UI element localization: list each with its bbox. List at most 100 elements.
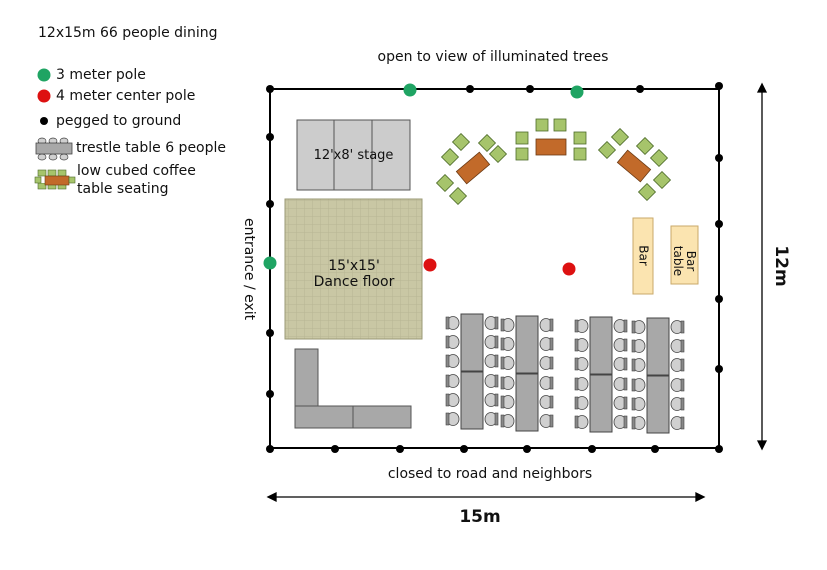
cube-seat xyxy=(515,131,529,145)
dance-floor-label: 15'x15' Dance floor xyxy=(286,258,422,290)
peg-marker xyxy=(636,85,644,93)
chair xyxy=(631,320,646,334)
chair xyxy=(445,374,460,388)
chair xyxy=(670,339,685,353)
top-caption: open to view of illuminated trees xyxy=(377,49,609,65)
chair xyxy=(539,318,554,332)
bar xyxy=(632,217,654,295)
coffee-seating xyxy=(435,118,672,206)
chair xyxy=(670,358,685,372)
peg-marker xyxy=(715,295,723,303)
chair xyxy=(670,320,685,334)
cube-seat xyxy=(535,118,549,132)
legend-trestle-icon xyxy=(35,137,73,161)
trestle-tables xyxy=(445,313,685,434)
chair xyxy=(484,412,499,426)
bar-table-label-line2: table xyxy=(671,245,685,277)
chair xyxy=(574,357,589,371)
cube-seat xyxy=(477,133,497,153)
chair xyxy=(484,335,499,349)
legend-peg-label: pegged to ground xyxy=(56,113,182,129)
chair xyxy=(670,378,685,392)
dance-floor xyxy=(284,198,423,340)
cube-seat xyxy=(573,147,587,161)
peg-marker xyxy=(523,445,531,453)
chair xyxy=(631,339,646,353)
chair xyxy=(574,319,589,333)
peg-marker xyxy=(526,85,534,93)
cube-seat xyxy=(597,140,617,160)
chair xyxy=(574,377,589,391)
chair xyxy=(613,338,628,352)
chair xyxy=(631,378,646,392)
peg-marker xyxy=(715,445,723,453)
chair xyxy=(484,374,499,388)
cube-seat xyxy=(515,147,529,161)
chair xyxy=(613,415,628,429)
peg-marker xyxy=(715,220,723,228)
trestle-table xyxy=(574,374,628,433)
legend-coffee-icon xyxy=(34,169,76,190)
peg-marker xyxy=(266,390,274,398)
chair xyxy=(539,376,554,390)
pole-4m-center xyxy=(562,262,576,276)
cube-seat xyxy=(435,173,455,193)
trestle-table xyxy=(631,317,685,376)
legend-pole4-icon xyxy=(37,89,51,103)
peg-marker xyxy=(266,445,274,453)
trestle-table xyxy=(500,373,554,432)
chair xyxy=(574,338,589,352)
chair xyxy=(500,318,515,332)
cube-seat xyxy=(652,170,672,190)
chair xyxy=(500,395,515,409)
cube-seat xyxy=(637,182,657,202)
legend-pole4-label: 4 meter center pole xyxy=(56,88,196,104)
coffee-group-left xyxy=(435,132,508,206)
legend-pole3-icon xyxy=(37,68,51,82)
pole-3m xyxy=(570,85,584,99)
chair xyxy=(631,416,646,430)
chair xyxy=(484,354,499,368)
legend-coffee-label-line1: low cubed coffee xyxy=(77,163,196,179)
dance-floor-name: Dance floor xyxy=(313,274,395,290)
peg-marker xyxy=(715,154,723,162)
cube-seat xyxy=(649,148,669,168)
peg-marker xyxy=(651,445,659,453)
cube-seat xyxy=(488,144,508,164)
chair xyxy=(445,335,460,349)
chair xyxy=(500,376,515,390)
peg-marker xyxy=(715,365,723,373)
cube-seat xyxy=(610,127,630,147)
peg-marker xyxy=(715,82,723,90)
pole-3m xyxy=(263,256,277,270)
chair xyxy=(484,393,499,407)
cube-seat xyxy=(553,118,567,132)
chair xyxy=(445,316,460,330)
chair xyxy=(613,319,628,333)
peg-marker xyxy=(331,445,339,453)
bottom-caption: closed to road and neighbors xyxy=(387,466,593,482)
stage xyxy=(296,119,411,191)
chair xyxy=(484,316,499,330)
coffee-table xyxy=(616,149,652,183)
peg-marker xyxy=(588,445,596,453)
chair xyxy=(445,412,460,426)
chair xyxy=(539,356,554,370)
chair xyxy=(500,414,515,428)
bar-label: Bar xyxy=(636,245,651,266)
chair xyxy=(445,354,460,368)
coffee-group-middle xyxy=(515,118,587,161)
legend-icons xyxy=(34,68,76,190)
pole-3m xyxy=(403,83,417,97)
chair xyxy=(574,396,589,410)
trestle-table xyxy=(574,316,628,375)
chair xyxy=(539,337,554,351)
legend-peg-icon xyxy=(40,117,48,125)
dance-floor-size: 15'x15' xyxy=(328,258,380,274)
trestle-table xyxy=(445,371,499,430)
entrance-label: entrance / exit xyxy=(241,218,257,321)
cube-seat xyxy=(448,186,468,206)
chair xyxy=(631,358,646,372)
l-shaped-tables xyxy=(294,348,412,429)
bar-table-label: Bar table xyxy=(671,237,698,285)
